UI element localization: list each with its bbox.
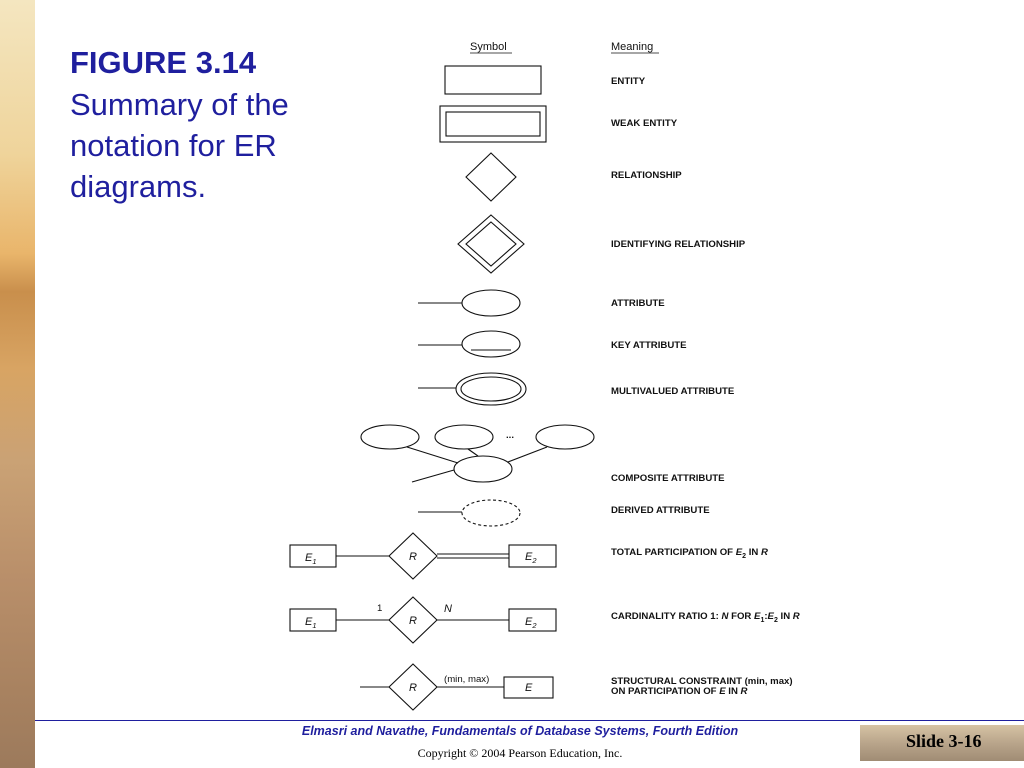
meaning-attribute: ATTRIBUTE xyxy=(611,298,665,309)
composite-attribute-symbol xyxy=(453,455,513,483)
figure-number: FIGURE 3.14 xyxy=(70,45,257,80)
footer-book-credit: Elmasri and Navathe, Fundamentals of Dat… xyxy=(230,724,810,738)
relationship-r-diamond xyxy=(388,596,438,644)
figure-caption-line-3: diagrams. xyxy=(70,169,207,204)
e1-label: E1 xyxy=(305,552,317,566)
relationship-r-diamond xyxy=(388,663,438,711)
footer-copyright: Copyright © 2004 Pearson Education, Inc. xyxy=(417,746,623,760)
cardinality-one-label: 1 xyxy=(377,603,382,614)
entity-symbol xyxy=(444,65,542,95)
symbol-column-header: Symbol xyxy=(470,41,507,53)
figure-caption-line-1: Summary of the xyxy=(70,87,289,122)
derived-attribute-symbol xyxy=(461,499,521,527)
weak-entity-symbol xyxy=(439,105,547,143)
meaning-structural-constraint-line-1: STRUCTURAL CONSTRAINT (min, max) xyxy=(611,676,793,687)
multivalued-attribute-symbol xyxy=(455,372,527,406)
meaning-composite-attribute: COMPOSITE ATTRIBUTE xyxy=(611,473,725,484)
cardinality-n-label: N xyxy=(444,603,452,615)
relationship-symbol xyxy=(465,152,517,202)
meaning-derived-attribute: DERIVED ATTRIBUTE xyxy=(611,505,710,516)
composite-sub-attribute-symbol xyxy=(535,424,595,450)
side-decorative-strip xyxy=(0,0,35,768)
min-max-label: (min, max) xyxy=(444,674,489,685)
composite-sub-attribute-symbol xyxy=(360,424,420,450)
r-label: R xyxy=(409,682,417,694)
meaning-total-participation: TOTAL PARTICIPATION OF E2 IN R xyxy=(611,547,768,560)
composite-ellipsis: ... xyxy=(506,430,514,441)
meaning-multivalued-attribute: MULTIVALUED ATTRIBUTE xyxy=(611,386,735,397)
er-notation-figure: Symbol Meaning xyxy=(289,41,800,711)
footer-book-title: Elmasri and Navathe, Fundamentals of Dat… xyxy=(301,724,653,738)
meaning-identifying-relationship: IDENTIFYING RELATIONSHIP xyxy=(611,239,746,250)
composite-sub-attribute-symbol xyxy=(434,424,494,450)
e2-label: E2 xyxy=(525,616,537,630)
figure-caption-line-2: notation for ER xyxy=(70,128,277,163)
e1-label: E1 xyxy=(305,616,317,630)
meaning-weak-entity: WEAK ENTITY xyxy=(611,118,678,129)
relationship-r-diamond xyxy=(388,532,438,580)
r-label: R xyxy=(409,615,417,627)
meaning-structural-constraint-line-2: ON PARTICIPATION OF E IN R xyxy=(611,686,748,697)
slide-number-box xyxy=(860,725,1024,761)
slide-number: Slide 3-16 xyxy=(906,731,982,751)
key-attribute-symbol xyxy=(461,330,521,358)
r-label: R xyxy=(409,551,417,563)
meaning-relationship: RELATIONSHIP xyxy=(611,170,682,181)
entity-e2-box xyxy=(508,544,557,568)
attribute-symbol xyxy=(461,289,521,317)
meaning-cardinality-ratio: CARDINALITY RATIO 1: N FOR E1:E2 IN R xyxy=(611,611,800,624)
identifying-relationship-symbol xyxy=(457,214,525,274)
entity-e2-box xyxy=(508,608,557,632)
entity-e-box xyxy=(503,676,554,699)
figure-title: FIGURE 3.14 Summary of the notation for … xyxy=(70,42,330,207)
footer-edition: Fourth Edition xyxy=(652,724,739,738)
meaning-entity: ENTITY xyxy=(611,76,646,87)
meaning-key-attribute: KEY ATTRIBUTE xyxy=(611,340,687,351)
footer-divider xyxy=(35,720,1024,721)
e-label: E xyxy=(525,682,533,694)
e2-label: E2 xyxy=(525,551,537,565)
meaning-column-header: Meaning xyxy=(611,41,653,53)
